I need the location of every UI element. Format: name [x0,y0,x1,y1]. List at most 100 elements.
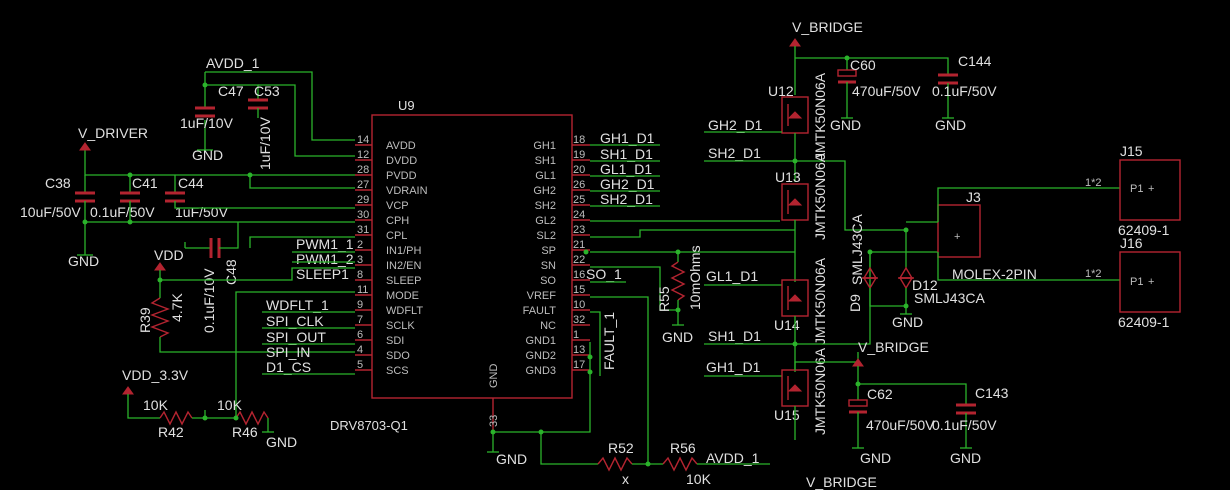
wire-dvdd [258,84,355,157]
resistor-r55-value: 10mOhms [687,245,703,310]
connector-j16-pinnum: 1*2 [1085,268,1102,280]
fet-u15: GH1_D1 U15 JMTK50N06A [704,347,859,435]
junction-r55-sn [675,307,681,313]
ic-u9-pin-name: GND1 [525,335,556,347]
net-label-pwm11: PWM1_1 [296,236,354,252]
vdd33-arrow-icon [122,386,134,395]
net-label-vbridge-mid: V_BRIDGE [858,339,929,355]
junction-gnd-left [82,219,88,225]
wire-vdrain [249,175,355,189]
c48-group: C48 0.1uF/10V [184,222,355,333]
diode-d12-value: SMLJ43CA [914,290,985,306]
vbridge-top-group: V_BRIDGE C60 470uF/50V GND C144 0.1uF/50… [789,19,997,133]
cap-c143-ref: C143 [975,385,1009,401]
tvs-diodes-group: D9 SMLJ43CA GND D12 SMLJ43CA [847,214,985,330]
gnd-label-c144: GND [935,117,966,133]
wire-cph [219,222,239,249]
wire-r52-left [540,432,598,465]
net-label-gh1d1-fet: GH1_D1 [706,359,761,375]
net-label-so1: SO_1 [586,266,622,282]
net-label-gh2d1: GH2_D1 [600,176,655,192]
junction-r46 [233,415,239,421]
diode-d12-bottom-icon [898,277,914,290]
fet-u13-ref: U13 [775,169,801,185]
ic-u9-pin-number: 7 [357,314,363,326]
net-label-fault1: FAULT_1 [601,312,617,370]
junction-r55 [675,249,681,255]
ic-u9-pin-name: SLEEP [386,275,421,287]
wire-cpl [249,236,355,248]
fet-u13-value: JMTK50N06A [812,152,828,240]
wire-vbridge-mid [857,366,967,405]
net-label-gl1d1-fet: GL1_D1 [706,268,758,284]
diode-d9-ref: D9 [847,294,863,312]
cap-c62-value: 470uF/50V [866,417,935,433]
junction-d12-gnd [903,303,909,309]
resistor-r39-ref: R39 [137,307,153,333]
wire-mode [235,291,355,408]
connector-j16-ref: J16 [1120,235,1143,251]
net-label-spiin: SPI_IN [266,344,310,360]
ic-u9-pin-number: 26 [573,179,585,191]
fet-u12-value: JMTK50N06A [812,72,828,160]
ic-u9-pin-number: 16 [573,269,585,281]
vdriver-net-group: V_DRIVER C38 10uF/50V C41 0.1uF/50V C44 … [20,125,355,269]
ic-u9-pin-number: 25 [573,194,585,206]
ic-u9-pin-name: SDI [386,335,404,347]
ic-u9-pin-number: 8 [357,269,363,281]
vdd33-group: VDD_3.3V 10K R42 10K R46 GND [122,367,297,450]
gnd-label-left: GND [68,253,99,269]
ic-u9-pin-number: 2 [357,239,363,251]
ic-u9-pin-name: IN2/EN [386,260,422,272]
resistor-r56-ref: R56 [670,440,696,456]
fet-u12: U12 JMTK50N06A GH2_D1 [704,72,828,182]
gnd-label-c143: GND [950,450,981,466]
ic-u9-pin-number: 20 [573,164,585,176]
cap-c48-value: 0.1uF/10V [201,268,217,333]
junction-gnd2 [587,354,593,360]
diode-d12-top-icon [898,266,914,279]
junction-vdd [157,277,163,283]
ic-u9-pin-name: SCLK [386,320,415,332]
net-label-wdflt1: WDFLT_1 [266,297,329,313]
ic-u9-pin-number: 5 [357,359,363,371]
net-label-gh2d1-fet: GH2_D1 [708,117,763,133]
ic-u9-pin-number: 32 [573,314,585,326]
ic-u9-pin-number: 28 [357,164,369,176]
net-label-sh2d1-fet: SH2_D1 [708,145,761,161]
fet-u12-diode-icon [787,111,803,119]
gnd-label-c60: GND [830,117,861,133]
wire-vcp [174,201,355,209]
gnd-label-r46: GND [266,434,297,450]
ic-u9-pin-name: SL2 [536,230,556,242]
wire-gnd-return [493,372,591,433]
wire-avdd1 [205,71,355,141]
net-label-vbridge-top: V_BRIDGE [792,19,863,35]
wire-sn [590,266,678,311]
connector-j15-ref: J15 [1120,143,1143,159]
ic-u9-pin-number: 11 [357,284,368,296]
wire-fault [590,311,601,376]
junction-d12 [903,227,909,233]
ic-u9-pin-name: AVDD [386,140,416,152]
cap-c144-value: 0.1uF/50V [932,83,997,99]
net-label-vdriver: V_DRIVER [78,125,148,141]
net-label-sh1d1-fet: SH1_D1 [708,328,761,344]
connector-j15-value: 62409-1 [1118,222,1170,238]
avdd-net-group: AVDD_1 GND C47 1uF/10V C53 1uF/10V [180,55,355,170]
connector-j16-pin: P1 [1130,276,1143,288]
fet-u13-diode-icon [787,198,803,206]
ic-u9-pin-name: VREF [527,290,557,302]
ic-u9-pin-number: 4 [357,344,363,356]
diode-d9-value: SMLJ43CA [849,214,865,285]
resistor-r46-body [235,410,269,426]
ic-u9-pin-number: 15 [573,284,585,296]
connector-j15-pinnum: 1*2 [1085,177,1102,189]
connector-j3-ref: J3 [966,189,981,205]
ic-u9-pin-number: 12 [357,149,369,161]
resistor-r52-value: x [622,471,629,487]
resistor-r52-body [597,456,633,472]
wire-sdo [159,337,355,353]
ic-u9-pin-number: 9 [357,299,363,311]
